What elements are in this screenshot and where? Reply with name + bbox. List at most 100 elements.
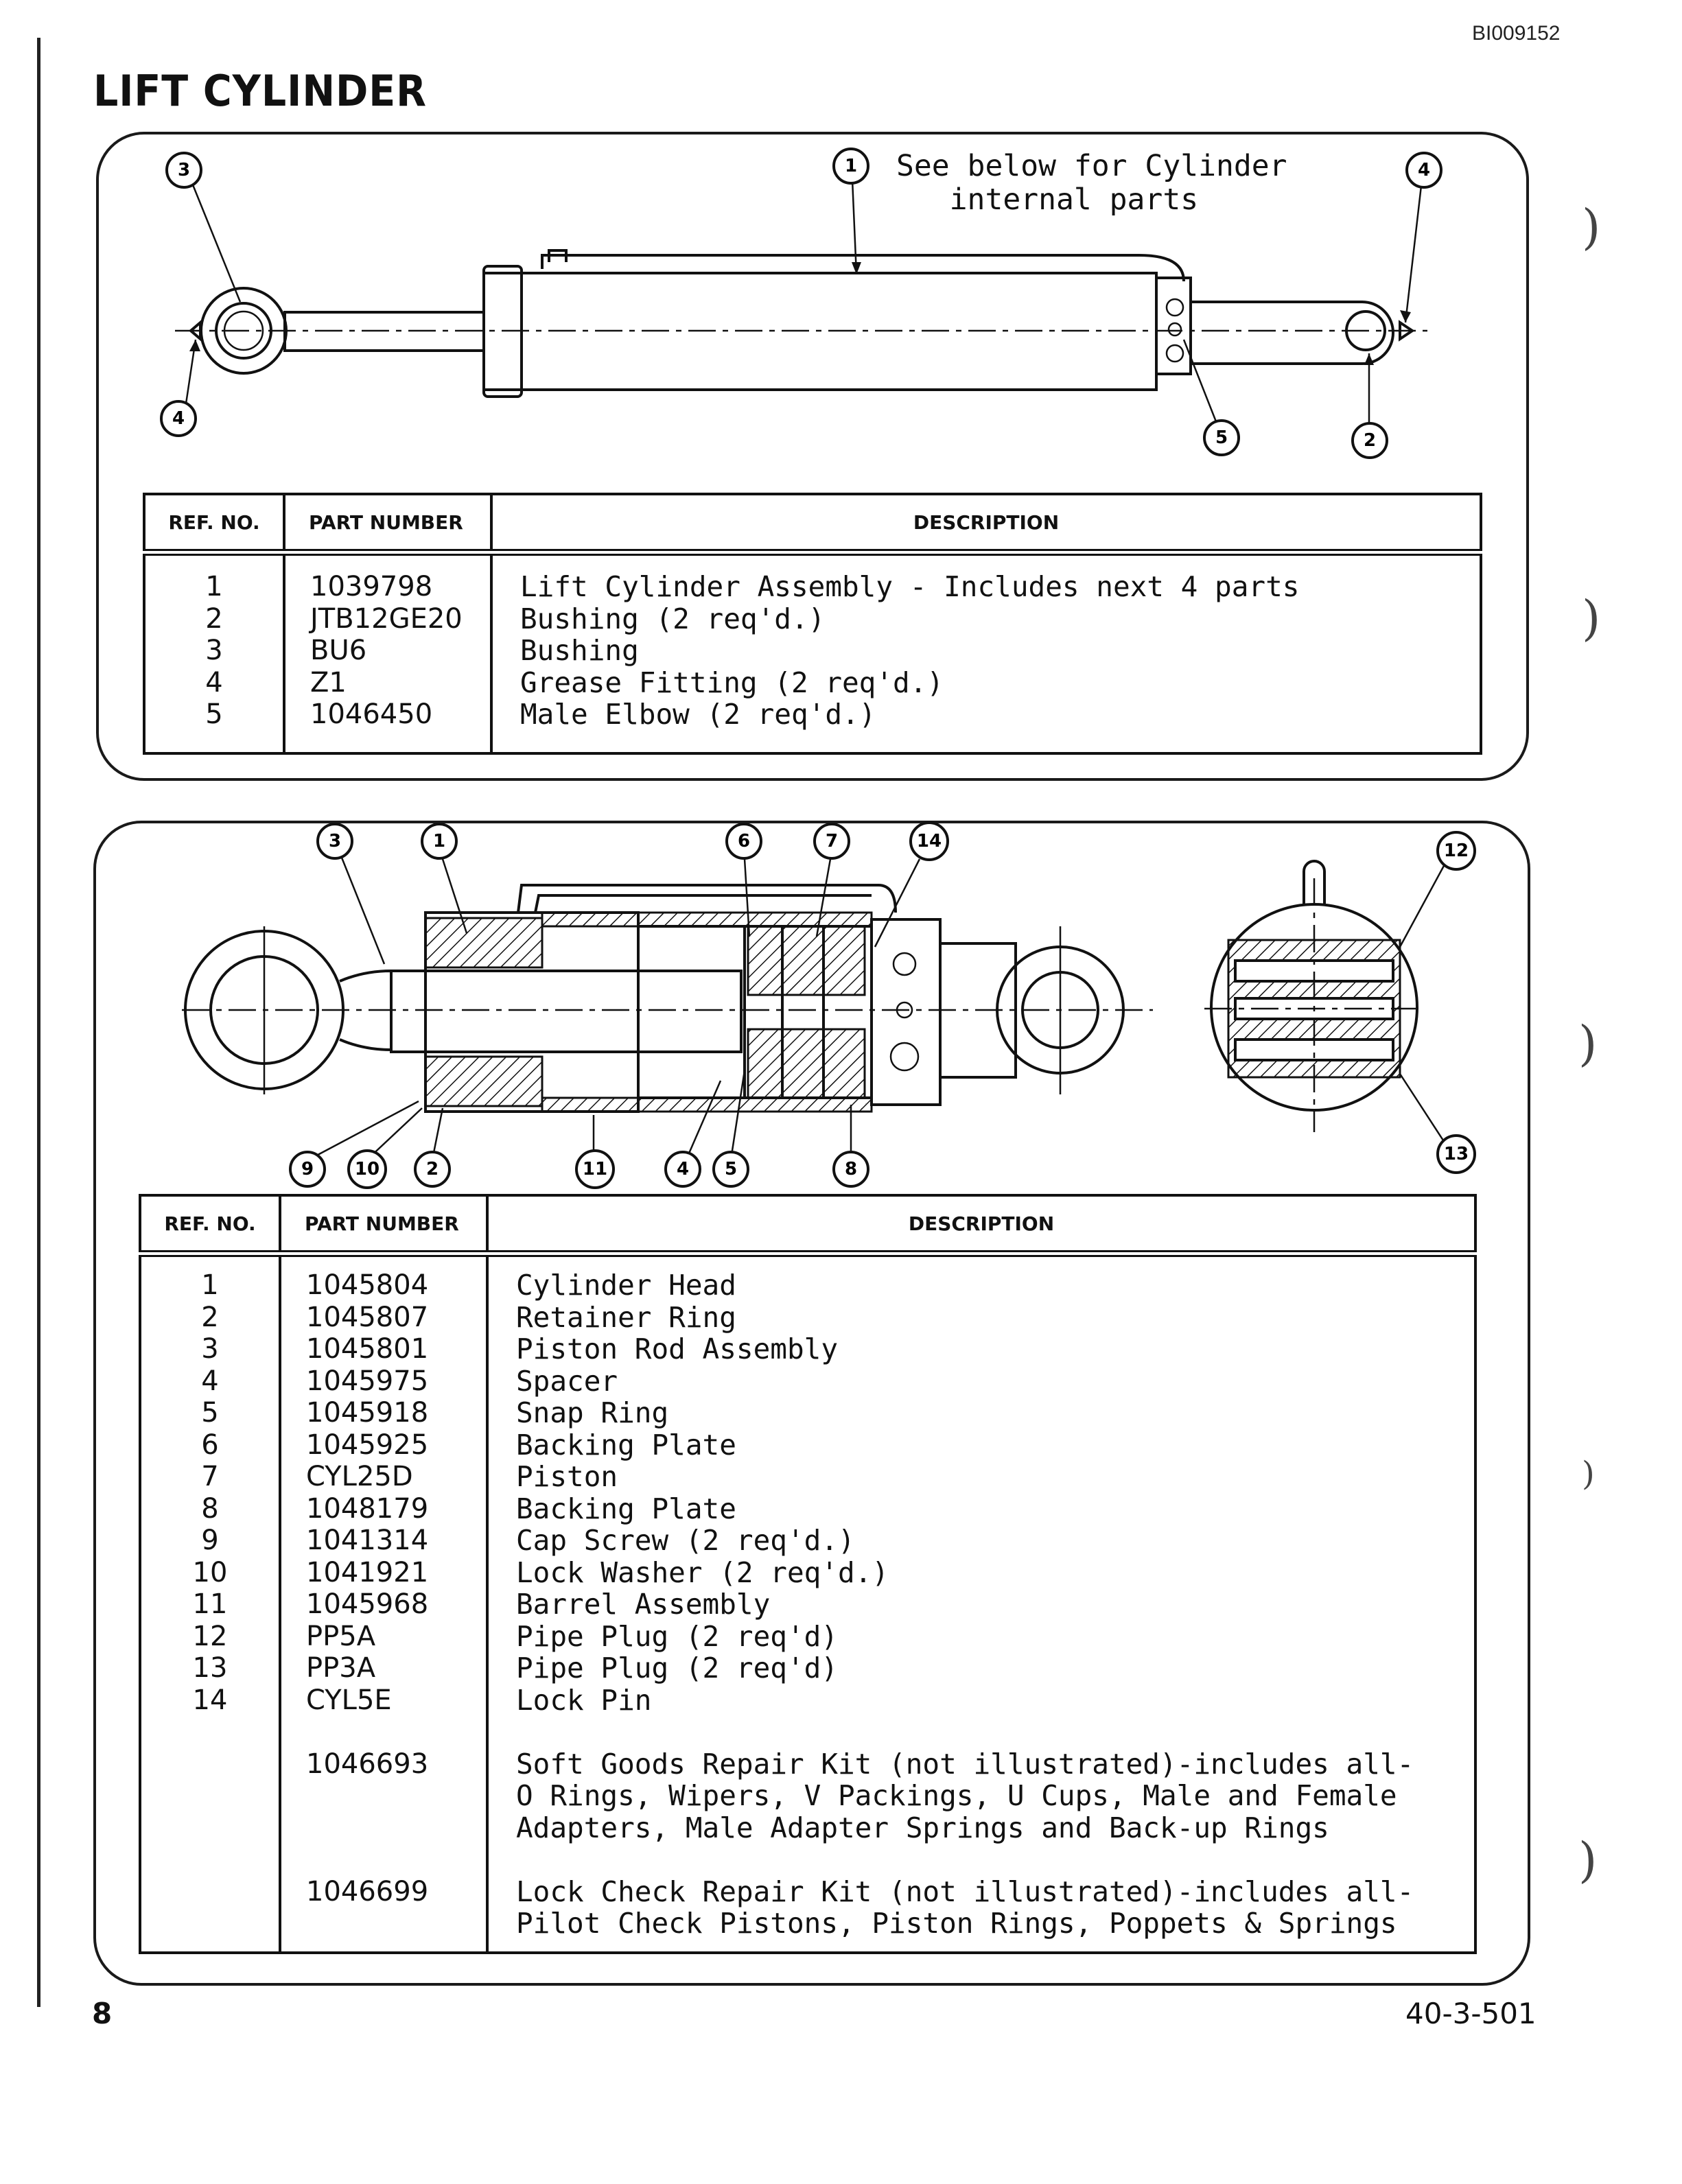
col-header-ref: REF. NO. [144,494,285,556]
ref-number: 4 [201,1365,219,1397]
spacer [141,1780,279,1812]
desc-column: Lift Cylinder Assembly - Includes next 4… [491,552,1481,753]
part-description: Bushing [520,634,639,667]
ref-number: 10 [192,1556,228,1588]
margin-rule [37,38,40,2007]
svg-text:4: 4 [172,408,185,429]
part-description: Male Elbow (2 req'd.) [520,698,876,731]
part-number: 1041314 [306,1525,429,1556]
callout-8: 8 [832,1151,869,1188]
spacer [141,1812,279,1844]
binder-mark: ) [1578,1832,1598,1888]
ref-number: 1 [201,1269,219,1301]
callout-10: 10 [347,1149,387,1189]
male-elbow [1165,298,1184,317]
spacer [141,1907,279,1940]
part-description: Backing Plate [516,1428,736,1461]
internal-parts-note: See below for Cylinder internal parts [896,149,1287,217]
callout-3: 3 [316,823,353,860]
part-description: Retainer Ring [516,1300,736,1334]
part-description: Piston Rod Assembly [516,1332,838,1365]
ref-number: 11 [192,1588,228,1620]
ref-number: 13 [192,1652,228,1684]
part-number: 1046450 [310,698,433,730]
svg-text:10: 10 [355,1159,379,1179]
part-number: 1045925 [306,1429,429,1461]
ref-number: 9 [201,1525,219,1556]
lift-cylinder-assembly-panel [96,132,1529,781]
spacer [516,1844,1474,1876]
part-description: Lock Pin [516,1683,652,1717]
part-number: BU6 [310,635,367,666]
ref-number: 4 [205,666,223,698]
part-number: 1045918 [306,1397,429,1429]
callout-4: 4 [160,400,197,437]
part-description: Cylinder Head [516,1269,736,1302]
part-description: Cap Screw (2 req'd.) [516,1524,855,1557]
ref-number: 2 [205,602,223,635]
svg-text:3: 3 [329,831,341,852]
svg-text:7: 7 [826,831,838,852]
part-description: Pipe Plug (2 req'd) [516,1619,838,1653]
callout-14: 14 [909,821,949,861]
svg-text:1: 1 [845,156,857,176]
kit-part-number: 1046699 [306,1875,429,1907]
part-description: Lift Cylinder Assembly - Includes next 4… [520,570,1300,603]
part-description: Snap Ring [516,1396,669,1429]
spacer [306,1844,486,1876]
svg-text:2: 2 [426,1159,439,1179]
svg-text:14: 14 [917,831,942,852]
svg-text:1: 1 [433,831,445,852]
callout-2: 2 [414,1151,451,1188]
document-number: 40-3-501 [1405,1997,1537,2030]
svg-text:11: 11 [583,1159,607,1179]
callout-2: 2 [1351,422,1388,459]
spacer [306,1812,486,1844]
part-number: 1048179 [306,1492,429,1525]
bushing-right [1345,310,1386,351]
col-header-desc: DESCRIPTION [487,1195,1475,1257]
document-id: BI009152 [1472,22,1561,45]
part-description: Pipe Plug (2 req'd) [516,1652,838,1684]
svg-text:9: 9 [301,1159,314,1179]
spacer [516,1716,1474,1748]
hydraulic-tube [517,884,897,913]
svg-text:4: 4 [677,1159,689,1179]
callout-13: 13 [1436,1134,1476,1174]
spacer [306,1716,486,1748]
ref-number: 8 [201,1492,219,1525]
binder-mark: ) [1578,1015,1598,1072]
svg-text:6: 6 [738,831,750,852]
part-description: Lock Washer (2 req'd.) [516,1555,889,1589]
piston-rod [390,970,743,1053]
svg-text:5: 5 [725,1159,737,1179]
ref-number: 5 [205,698,223,730]
spacer [141,1844,279,1876]
cylinder-cap [870,918,942,1106]
part-number: 1045968 [306,1588,429,1620]
spacer [141,1748,279,1781]
part-number: JTB12GE20 [310,602,463,635]
svg-text:12: 12 [1444,841,1469,861]
callout-9: 9 [289,1151,326,1188]
ref-number: 1 [205,571,223,602]
kit-description: Soft Goods Repair Kit (not illustrated)-… [516,1747,1414,1844]
callout-12: 12 [1436,831,1476,871]
ref-number: 3 [205,635,223,666]
part-number: 1039798 [310,571,433,602]
part-description: Piston [516,1460,618,1493]
ref-number: 2 [201,1301,219,1333]
part-number: 1041921 [306,1556,429,1588]
ref-number: 12 [192,1620,228,1652]
grease-fitting-left [188,319,202,342]
callout-3: 3 [165,152,202,189]
grease-fitting-right [1399,320,1415,342]
col-header-part: PART NUMBER [280,1195,489,1257]
page-title: LIFT CYLINDER [93,66,427,116]
callout-4: 4 [664,1151,701,1188]
kit-description: Lock Check Repair Kit (not illustrated)-… [516,1875,1414,1940]
